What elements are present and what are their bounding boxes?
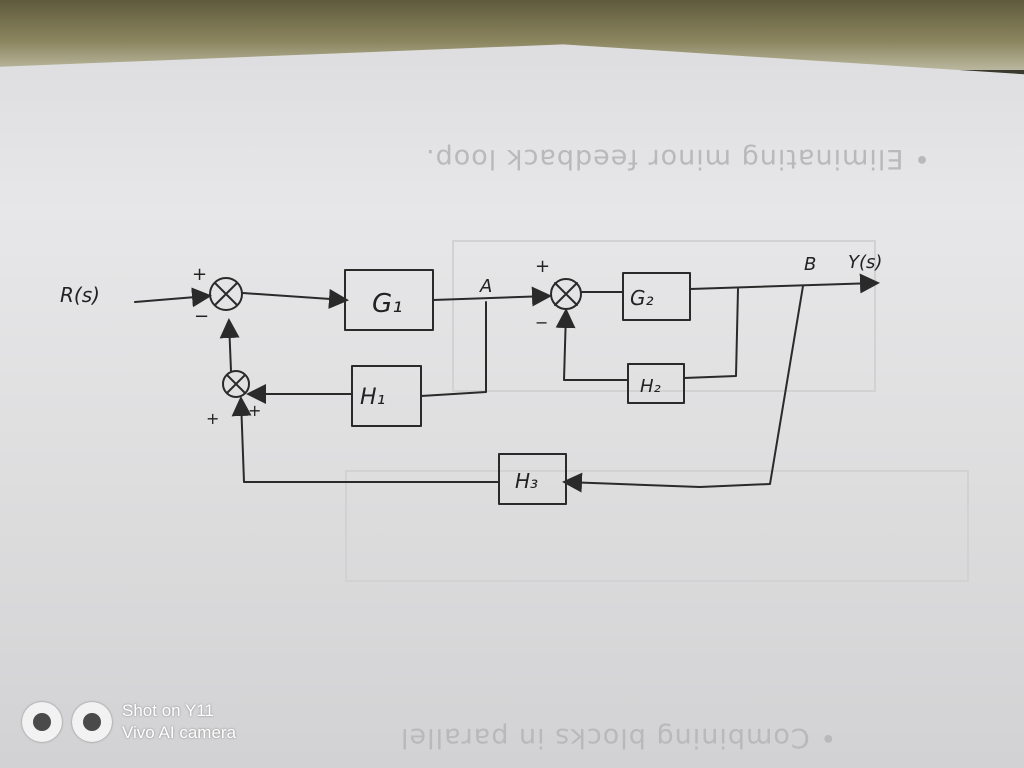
paper-sheet xyxy=(0,44,1024,768)
block-g2-label: G₂ xyxy=(630,286,654,310)
ghost-frame xyxy=(452,240,876,392)
block-g1-label: G₁ xyxy=(372,289,403,319)
summing-junction-1 xyxy=(209,277,243,311)
sign-s1-top: + xyxy=(192,264,207,285)
line-a-to-h1 xyxy=(420,301,487,397)
block-h3 xyxy=(498,453,567,505)
block-h1-label: H₁ xyxy=(360,385,385,410)
line-g1-to-s2 xyxy=(432,286,552,307)
sign-s2-top: + xyxy=(535,256,550,277)
block-h2-label: H₂ xyxy=(640,376,661,397)
camera-watermark: Shot on Y11 Vivo AI camera xyxy=(22,700,236,744)
node-b-label: B xyxy=(804,254,816,275)
line-h2-to-s2 xyxy=(555,308,629,381)
input-line xyxy=(134,287,212,308)
block-h2 xyxy=(627,363,685,404)
sign-s1-bottom: − xyxy=(194,306,209,327)
sign-s2-bottom: − xyxy=(535,313,548,332)
summing-junction-3 xyxy=(222,370,250,398)
line-b-to-h3 xyxy=(562,285,804,493)
line-to-h2 xyxy=(683,288,739,379)
block-h1 xyxy=(351,365,422,427)
summing-junction-2 xyxy=(550,278,582,310)
camera-aperture-icon xyxy=(22,702,62,742)
output-label: Y(s) xyxy=(848,252,882,273)
line-to-g1 xyxy=(242,288,349,309)
line-s3-to-s1 xyxy=(219,318,240,372)
output-line xyxy=(689,273,880,294)
line-h3-to-s3 xyxy=(231,396,500,483)
ghost-frame-lower xyxy=(345,470,969,582)
watermark-line-1: Shot on Y11 xyxy=(122,701,215,720)
block-g2 xyxy=(622,272,691,321)
watermark-text: Shot on Y11 Vivo AI camera xyxy=(122,700,236,744)
camera-aperture-icon xyxy=(72,702,112,742)
sign-s3-right: + xyxy=(248,401,261,420)
sign-s3-bottom: + xyxy=(206,409,219,428)
watermark-line-2: Vivo AI camera xyxy=(122,723,237,742)
block-h3-label: H₃ xyxy=(515,469,538,493)
input-label: R(s) xyxy=(60,283,100,307)
node-a-label: A xyxy=(479,276,492,297)
